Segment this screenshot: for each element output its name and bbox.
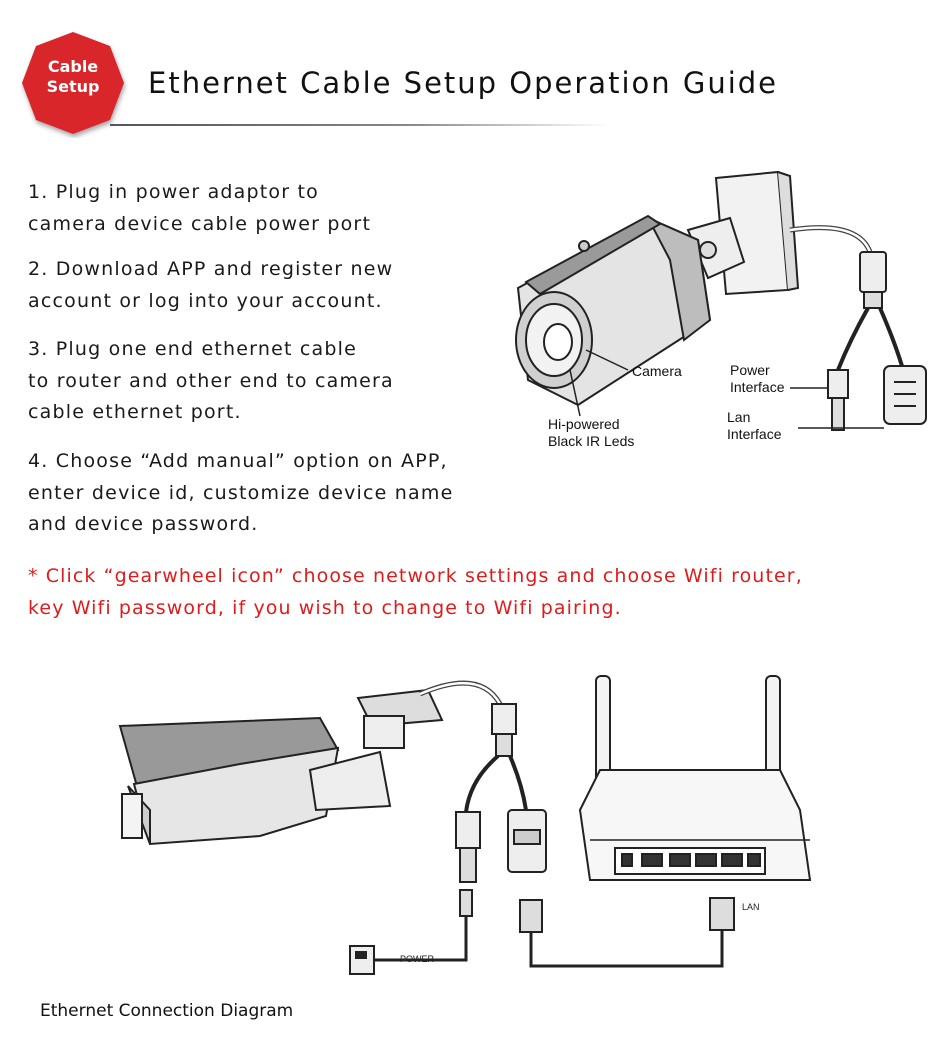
camera-illustration bbox=[515, 170, 927, 431]
label-lan-line-1: Lan bbox=[727, 409, 751, 425]
label-power-line-2: Interface bbox=[730, 379, 785, 395]
diagram-caption: Ethernet Connection Diagram bbox=[40, 1001, 294, 1021]
badge-line1: Cable bbox=[48, 57, 98, 76]
step-3-line-3: cable ethernet port. bbox=[28, 401, 242, 423]
label-lan-interface: Lan Interface bbox=[727, 409, 781, 443]
wifi-note: * Click “gearwheel icon” choose network … bbox=[28, 561, 933, 624]
label-lan-line-2: Interface bbox=[727, 426, 782, 442]
step-1-line-1: 1. Plug in power adaptor to bbox=[28, 181, 319, 203]
title-underline bbox=[110, 124, 610, 126]
label-camera: Camera bbox=[632, 363, 682, 379]
label-ir-leds: Hi-powered Black IR Leds bbox=[548, 416, 634, 450]
step-4: 4. Choose “Add manual” option on APP, en… bbox=[28, 446, 453, 541]
label-leds-line-1: Hi-powered bbox=[548, 416, 620, 432]
label-leds-line-2: Black IR Leds bbox=[548, 433, 635, 449]
step-1-line-2: camera device cable power port bbox=[28, 212, 372, 235]
step-3-line-2: to router and other end to camera bbox=[28, 369, 394, 392]
label-power-plug: POWER bbox=[400, 954, 435, 964]
wifi-note-line-1: * Click “gearwheel icon” choose network … bbox=[28, 565, 803, 587]
label-power-interface: Power Interface bbox=[730, 362, 784, 396]
step-2: 2. Download APP and register new account… bbox=[28, 254, 393, 317]
step-3: 3. Plug one end ethernet cable to router… bbox=[28, 334, 394, 429]
page-title: Ethernet Cable Setup Operation Guide bbox=[148, 66, 779, 100]
step-4-line-3: and device password. bbox=[28, 513, 259, 535]
step-2-line-2: account or log into your account. bbox=[28, 289, 383, 312]
connection-diagram: POWER LAN bbox=[118, 675, 812, 975]
badge-line2: Setup bbox=[47, 77, 100, 96]
step-4-line-2: enter device id, customize device name bbox=[28, 481, 454, 504]
step-1: 1. Plug in power adaptor to camera devic… bbox=[28, 177, 371, 240]
step-4-line-1: 4. Choose “Add manual” option on APP, bbox=[28, 450, 448, 472]
wifi-note-line-2: key Wifi password, if you wish to change… bbox=[28, 596, 622, 619]
step-2-line-1: 2. Download APP and register new bbox=[28, 258, 394, 280]
cable-setup-badge: Cable Setup bbox=[22, 32, 124, 134]
label-lan-port: LAN bbox=[742, 902, 760, 912]
label-power-line-1: Power bbox=[730, 362, 770, 378]
step-3-line-1: 3. Plug one end ethernet cable bbox=[28, 338, 357, 360]
